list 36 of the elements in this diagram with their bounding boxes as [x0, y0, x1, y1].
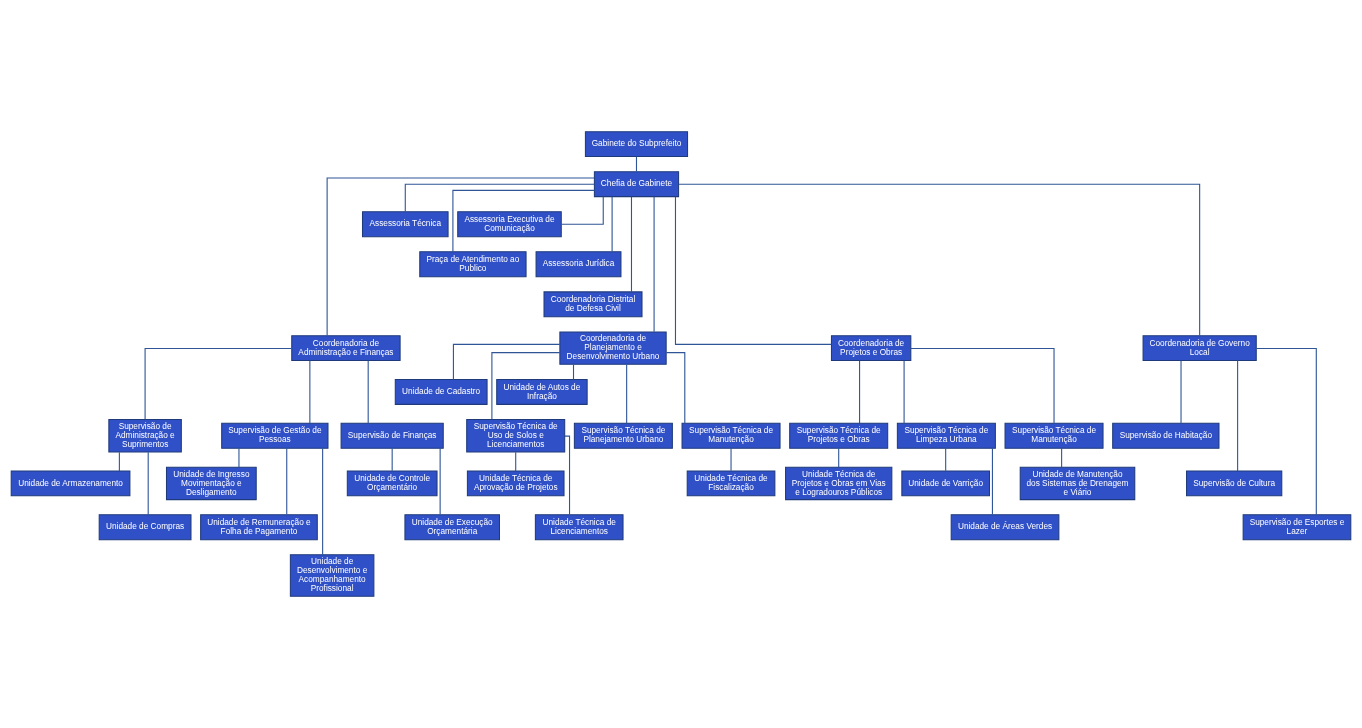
connector: [626, 363, 628, 424]
connector: [147, 451, 149, 516]
connector: [611, 196, 613, 253]
connector: [367, 360, 369, 424]
connector: [404, 183, 595, 213]
connector: [560, 196, 604, 225]
connector: [730, 447, 732, 472]
connector: [945, 447, 947, 472]
connector: [630, 196, 633, 293]
connector: [564, 435, 571, 516]
connector: [678, 183, 1201, 337]
connector: [903, 360, 905, 424]
connector: [309, 360, 311, 424]
connector: [491, 352, 561, 421]
connector: [991, 447, 993, 516]
connector: [238, 447, 240, 468]
connector: [859, 360, 861, 424]
connector: [1237, 360, 1239, 472]
connector: [838, 447, 840, 468]
connector: [322, 447, 324, 556]
connector: [391, 447, 393, 472]
connector: [144, 347, 293, 420]
connector: [452, 343, 561, 380]
connector: [1180, 360, 1182, 424]
connector: [1061, 447, 1063, 468]
connector: [1255, 347, 1317, 516]
connector: [286, 447, 288, 516]
connector: [326, 177, 595, 337]
connector: [653, 196, 655, 333]
connector: [439, 447, 441, 516]
connector: [515, 451, 517, 472]
connector: [118, 451, 120, 472]
connector: [452, 189, 595, 253]
connector: [665, 352, 686, 424]
connector: [910, 347, 1055, 424]
connector: [674, 196, 832, 345]
